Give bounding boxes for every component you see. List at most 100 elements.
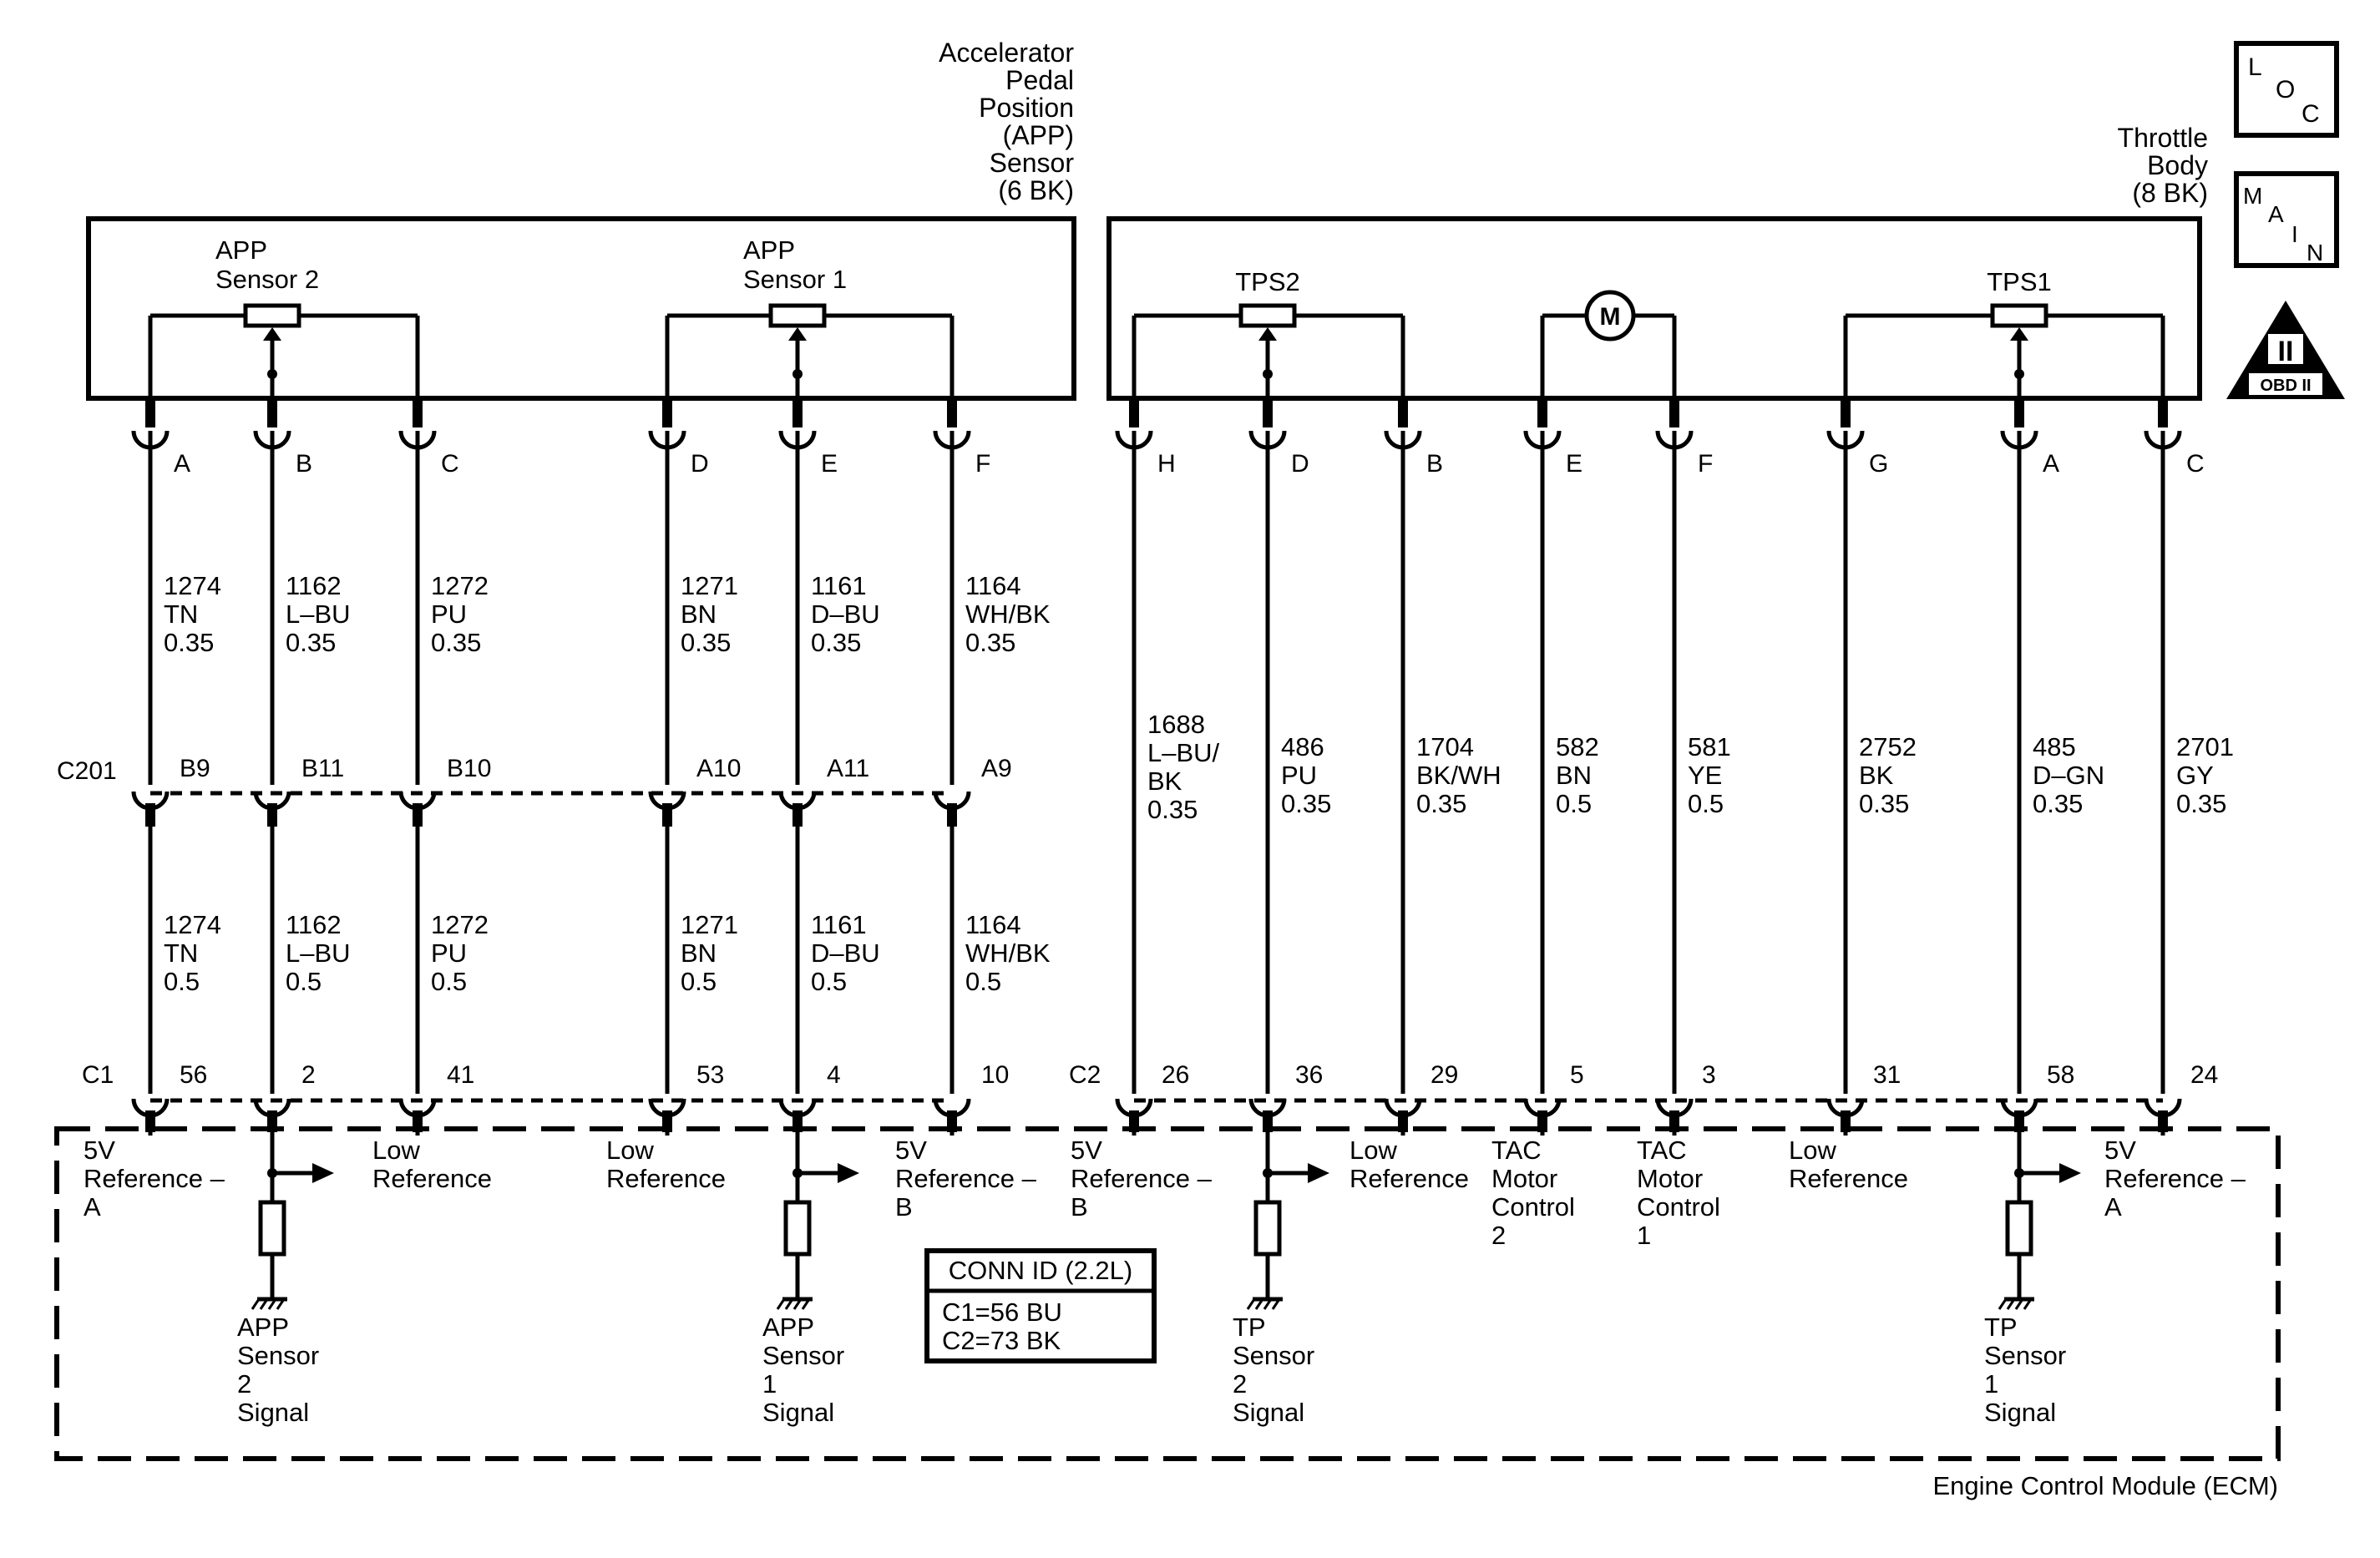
pin-letter: A	[2043, 450, 2059, 478]
ecm-circuit-label: Reference	[372, 1164, 492, 1193]
wire-id: WH/BK	[965, 599, 1051, 629]
wire-id: 1161	[811, 910, 867, 939]
wire-id: PU	[431, 938, 467, 968]
resistor-symbol	[258, 1200, 286, 1257]
main-letter: A	[2268, 201, 2284, 227]
wiper-arrow	[263, 327, 281, 341]
terminal-pin	[792, 803, 803, 827]
app-sensor-title: (APP)	[1003, 120, 1074, 150]
signal-label: 2	[237, 1369, 251, 1399]
throttle-body-title: Body	[2147, 150, 2208, 180]
wire-id: PU	[431, 599, 467, 629]
signal-label: APP	[237, 1313, 289, 1342]
ecm-pin: 4	[827, 1061, 841, 1089]
resistor-symbol	[1238, 303, 1297, 328]
wire-id: 0.5	[1556, 789, 1592, 818]
wire-id: 0.35	[286, 628, 336, 657]
terminal-pin	[662, 399, 672, 427]
ground-hatch	[276, 1298, 286, 1310]
loc-letter: C	[2302, 100, 2320, 128]
ecm-circuit-label: Reference	[606, 1164, 726, 1193]
pin-letter: F	[1698, 450, 1713, 478]
wire-id: 1274	[164, 571, 221, 600]
app-sensor-title: Pedal	[1005, 65, 1074, 95]
wire-id: 0.5	[431, 967, 467, 996]
app-sensor-title: Accelerator	[939, 38, 1074, 68]
ecm-circuit-label: 1	[1637, 1221, 1651, 1250]
ecm-circuit-label: Control	[1637, 1192, 1720, 1222]
ecm-circuit-label: Control	[1491, 1192, 1575, 1222]
pin-letter: C	[441, 450, 459, 478]
wire-id: 0.5	[681, 967, 717, 996]
wire-id: D–BU	[811, 599, 880, 629]
obd-ii-label-bg	[2249, 373, 2322, 395]
wire-id: 1274	[164, 910, 221, 939]
wire-id: 2701	[2176, 732, 2234, 761]
wire-id: 0.35	[1416, 789, 1466, 818]
ground-hatch	[251, 1298, 261, 1310]
ground-hatch	[2006, 1298, 2016, 1310]
wire-id: 0.35	[811, 628, 861, 657]
conn-id-title: CONN ID (2.2L)	[949, 1256, 1132, 1285]
wiper-arrow	[1258, 327, 1277, 341]
ecm-circuit-label: B	[895, 1192, 913, 1222]
signal-arrow-icon	[838, 1163, 859, 1183]
ecm-pin: 10	[981, 1061, 1009, 1089]
pin-letter: D	[691, 450, 709, 478]
wire-id: 0.35	[1281, 789, 1331, 818]
wire-id: 0.35	[1859, 789, 1909, 818]
terminal-pin	[1263, 399, 1273, 427]
ecm-circuit-label: Reference	[1350, 1164, 1469, 1193]
ecm-circuit-label: B	[1071, 1192, 1088, 1222]
resistor-symbol	[1253, 1200, 1282, 1257]
ground-hatch	[2023, 1298, 2033, 1310]
wire-id: BK	[1859, 761, 1894, 790]
pin-letter: A	[174, 450, 190, 478]
signal-arrow-icon	[2059, 1163, 2081, 1183]
splice-dot	[792, 369, 803, 379]
signal-label: 1	[1984, 1369, 1998, 1399]
ecm-circuit-label: A	[2104, 1192, 2122, 1222]
wire-id: TN	[164, 599, 198, 629]
wire-id: 2752	[1859, 732, 1917, 761]
signal-arrow-icon	[1308, 1163, 1329, 1183]
ecm-pin: 31	[1873, 1061, 1901, 1089]
main-letter: N	[2307, 240, 2323, 266]
wire-id: 0.35	[2033, 789, 2083, 818]
terminal-pin	[1537, 399, 1547, 427]
splice-dot	[1263, 369, 1273, 379]
obd-ii-numeral-bg	[2268, 334, 2303, 364]
signal-label: 2	[1233, 1369, 1247, 1399]
ground-hatch	[1246, 1298, 1256, 1310]
wire-id: BN	[681, 938, 717, 968]
ground-hatch	[259, 1298, 269, 1310]
c1-label: C1	[82, 1061, 114, 1089]
terminal-pin	[792, 399, 803, 427]
ecm-pin: 29	[1431, 1061, 1458, 1089]
ecm-circuit-label: Reference –	[84, 1164, 225, 1193]
app-sensor-1-label: Sensor 1	[743, 265, 847, 294]
ground-hatch	[1271, 1298, 1281, 1310]
terminal-pin	[1841, 1110, 1851, 1132]
ecm-circuit-label: A	[84, 1192, 101, 1222]
wire-id: WH/BK	[965, 938, 1051, 968]
terminal-pin	[413, 399, 423, 427]
obd-ii-label: OBD II	[2260, 377, 2311, 395]
ecm-pin: 53	[696, 1061, 724, 1089]
ecm-circuit-label: 5V	[1071, 1136, 1102, 1165]
terminal-pin	[2158, 399, 2168, 427]
app-sensor-title: (6 BK)	[998, 175, 1074, 205]
ecm-pin: 5	[1570, 1061, 1584, 1089]
wire-id: 0.35	[1147, 795, 1198, 824]
wire-id: 0.35	[164, 628, 214, 657]
ground-hatch	[1263, 1298, 1273, 1310]
wire-id: 1164	[965, 910, 1021, 939]
wire-id: 1272	[431, 910, 489, 939]
terminal-pin	[145, 1110, 155, 1132]
wiper-arrow	[788, 327, 807, 341]
wire-id: 581	[1688, 732, 1731, 761]
conn-id-box	[924, 1248, 1157, 1363]
terminal-pin	[947, 803, 957, 827]
signal-label: Sensor	[237, 1341, 319, 1370]
